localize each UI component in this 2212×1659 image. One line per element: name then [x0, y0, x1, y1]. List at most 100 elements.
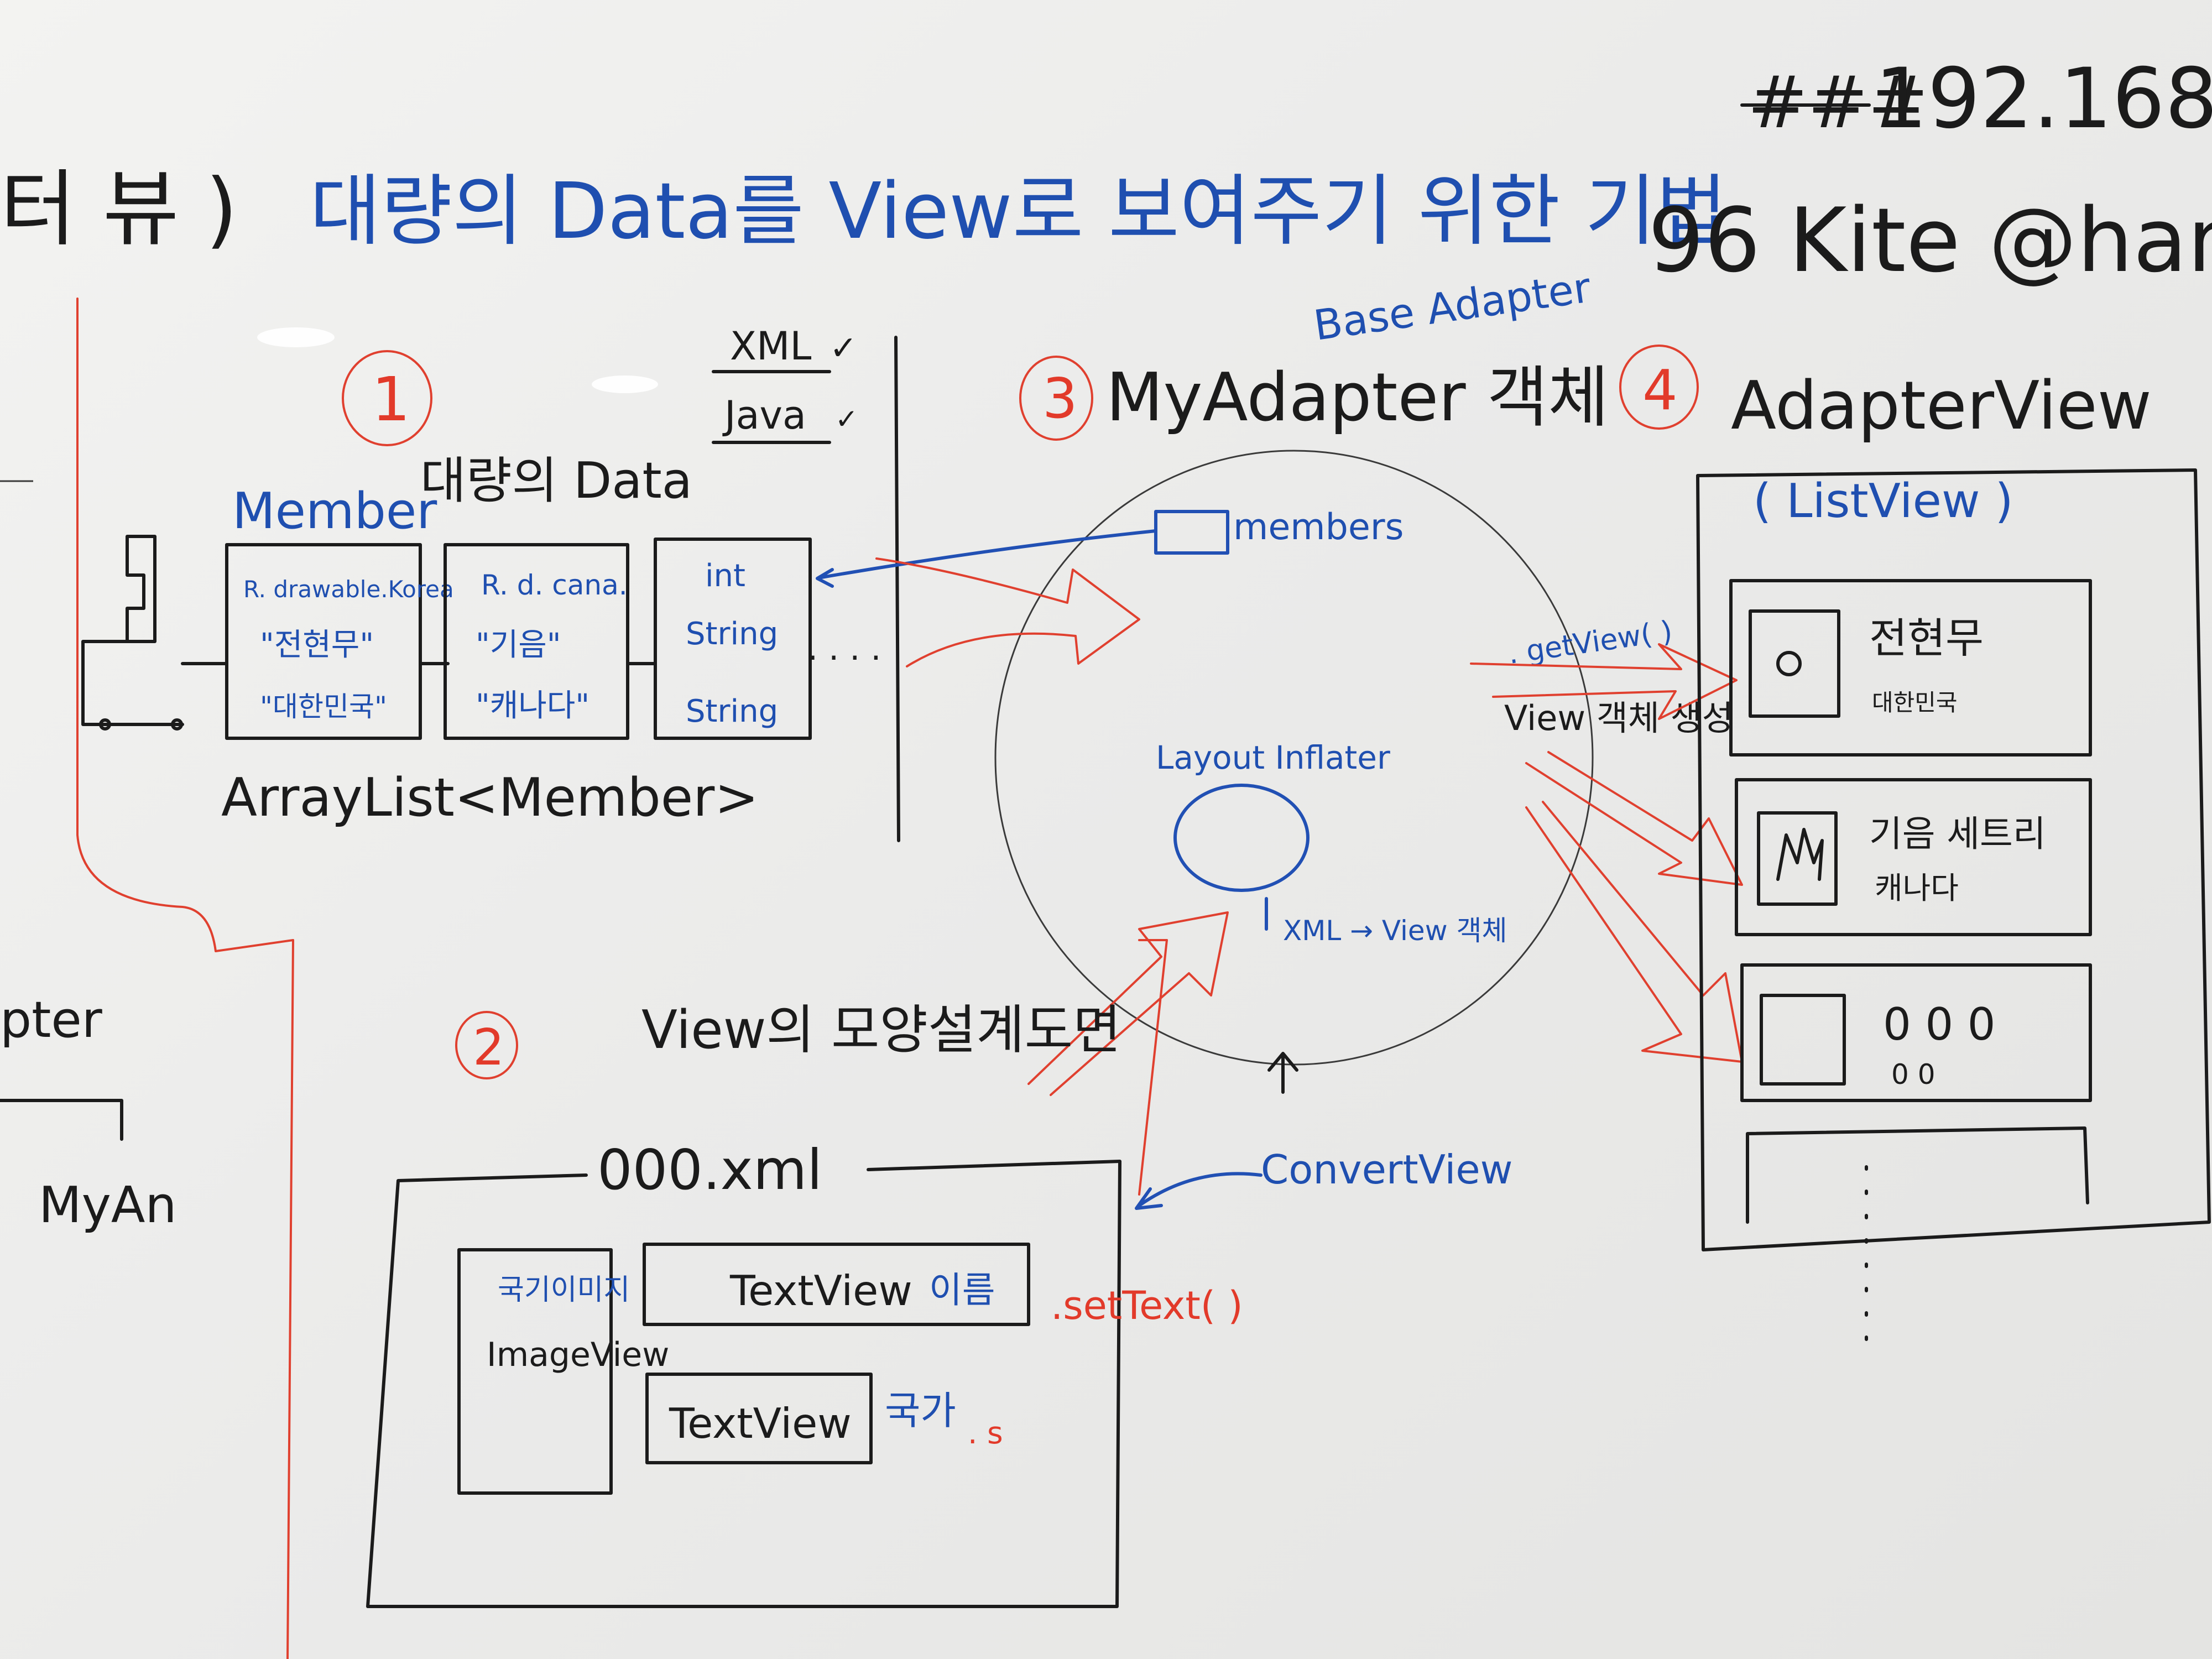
card-field: String: [686, 616, 778, 652]
ellipsis: · · · ·: [807, 639, 881, 677]
circle-1: [342, 350, 432, 446]
number-4: 4: [1642, 358, 1678, 422]
card-field: R. drawable.Korea: [243, 576, 454, 603]
members-pointer: [817, 529, 1157, 580]
textview-country: TextView: [669, 1399, 852, 1448]
adapter-label: MyAdapter 객체: [1106, 359, 1609, 436]
layout-label: View의 모양설계도면: [641, 1000, 1121, 1061]
item-name: 기음 세트리: [1869, 813, 2046, 855]
circle-2: [455, 1011, 518, 1079]
left-ter: pter: [0, 991, 102, 1049]
listview-frame: [1696, 468, 2211, 1251]
item-country: 캐나다: [1875, 870, 1959, 906]
list-item: [1729, 579, 2092, 757]
card-field: String: [686, 693, 778, 729]
convert-pointer: [1135, 1172, 1262, 1210]
member-card: [444, 543, 629, 740]
xml-filename: 000.xml: [597, 1138, 822, 1202]
xml-frame: [366, 1160, 1121, 1608]
list-item: [1735, 778, 2092, 936]
inflater-circle: [1173, 784, 1310, 892]
flow-arrow: [1525, 751, 1743, 886]
arraylist-label: ArrayList<Member>: [221, 768, 759, 828]
getview-label: . getView( ): [1506, 615, 1674, 671]
item-name: 전현무: [1869, 614, 1984, 662]
circle-4: [1619, 345, 1699, 430]
dot: [171, 718, 183, 731]
flag-image: [1760, 994, 1846, 1086]
flow-arrow: [1525, 801, 1743, 1063]
check-java: ✓: [835, 403, 858, 435]
settext-label: .setText( ): [1051, 1283, 1243, 1328]
flow-arrow: [875, 557, 1140, 667]
arrow-head: [816, 568, 834, 588]
ip-address: 192.168.0.: [1875, 51, 2212, 147]
section-layout: 2 View의 모양설계도면 000.xml 국기이미지 ImageView T…: [366, 1000, 1513, 1608]
java-label: Java: [722, 393, 806, 438]
email: 96 Kite @hanmail.: [1648, 189, 2212, 292]
listview-label: ( ListView ): [1753, 474, 2013, 529]
page-title: 대량의 Data를 View로 보여주기 위한 기법: [310, 166, 1727, 257]
settext-short: . s: [968, 1415, 1003, 1451]
members-box: [1154, 510, 1229, 555]
textview-name-note: 이름: [929, 1270, 995, 1311]
xml-label: XML: [730, 324, 811, 369]
circle-3: [1019, 356, 1093, 441]
card-field: R. d. cana.: [481, 569, 628, 601]
flag-emblem: [1776, 651, 1802, 676]
ip-strike: ###: [1747, 60, 1928, 144]
member-card: [225, 543, 422, 740]
red-divider: [76, 298, 294, 1659]
maple-leaf-icon: [1776, 828, 1824, 881]
up-arrow: [1267, 1052, 1298, 1094]
flag-image: [1749, 609, 1840, 718]
convertview-label: ConvertView: [1261, 1146, 1513, 1193]
member-card: [654, 538, 812, 740]
view-create-label: View 객체 생성: [1504, 698, 1734, 738]
adapterview-label: AdapterView: [1731, 368, 2152, 445]
card-field: "대한민국": [260, 691, 387, 723]
card-field: "전현무": [260, 627, 374, 663]
header: 터 뷰 ) 대량의 Data를 View로 보여주기 위한 기법 ### 192…: [0, 51, 2212, 292]
vertical-divider: [894, 336, 900, 842]
textview-name: TextView: [729, 1266, 912, 1315]
check-xml: ✓: [830, 329, 857, 368]
glare: [592, 375, 658, 393]
phone-icon: [81, 535, 184, 726]
member-label: Member: [232, 482, 437, 540]
list-item-partial: [1746, 1126, 2089, 1224]
list-item: [1740, 963, 2092, 1102]
image-view-note: 국기이미지: [498, 1274, 630, 1307]
dot: [99, 718, 111, 731]
number-1: 1: [372, 364, 410, 435]
left-myad: MyAn: [39, 1176, 177, 1234]
title-left: 터 뷰 ): [0, 161, 238, 258]
card-field: "기음": [476, 627, 561, 663]
inflater-label: Layout Inflater: [1156, 739, 1390, 776]
section-adapter: 3 MyAdapter 객체 Base Adapter members Layo…: [816, 263, 1734, 1094]
image-view-box: [457, 1248, 613, 1495]
data-label: 대량의 Data: [420, 452, 692, 510]
image-view-label: ImageView: [487, 1335, 669, 1374]
left-box: [0, 1099, 123, 1141]
number-2: 2: [473, 1019, 504, 1077]
flow-arrow: [1027, 911, 1229, 1096]
flow-arrow: [1138, 939, 1168, 1196]
number-3: 3: [1042, 366, 1078, 431]
card-field: int: [705, 558, 745, 594]
flow-arrow: [1470, 643, 1738, 720]
textview-name-box: [643, 1243, 1030, 1326]
textview-country-box: [645, 1373, 873, 1464]
card-field: "캐나다": [476, 688, 589, 724]
item-country: 0 0: [1891, 1058, 1936, 1091]
section-adapterview: 4 AdapterView ( ListView ) 전현무 대한민국 기음 세…: [1619, 345, 2211, 1362]
flag-image: [1757, 811, 1838, 906]
textview-country-note: 국가: [885, 1388, 956, 1433]
base-adapter: Base Adapter: [1311, 263, 1594, 350]
left-edge: pter MyAn: [0, 298, 294, 1659]
members-label: members: [1233, 507, 1404, 548]
section-data: 1 대량의 Data XML ✓ Java ✓ Member R. drawab…: [81, 324, 900, 842]
item-name: 0 0 0: [1883, 999, 1996, 1050]
glare: [257, 327, 335, 347]
